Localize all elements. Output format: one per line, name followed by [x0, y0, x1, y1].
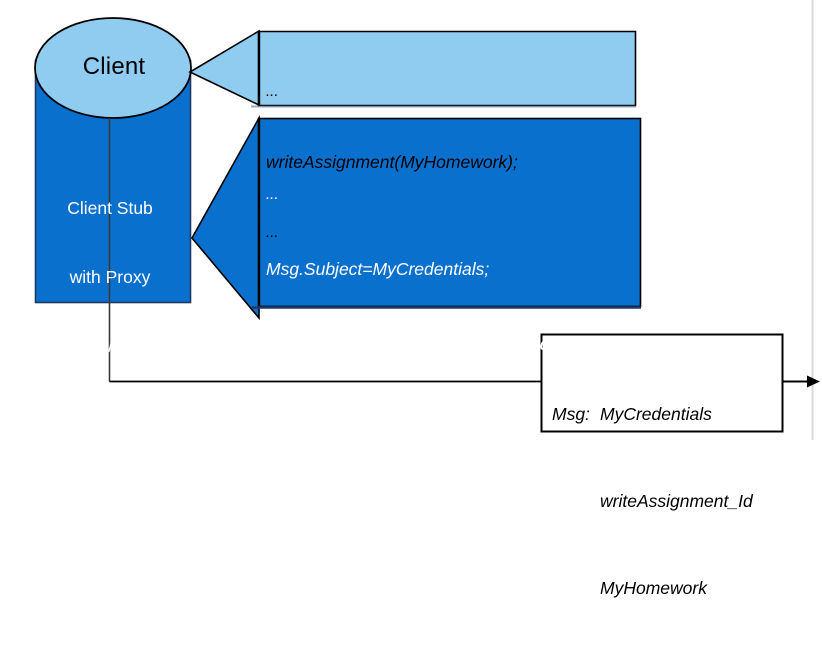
client-stub-label-line-2: with Proxy — [69, 267, 151, 287]
callout-application-line-1: ... — [266, 83, 279, 100]
message-box-row-2: Msg:writeAssignment_Id — [552, 487, 776, 516]
message-box-value-1: MyCredentials — [600, 404, 712, 424]
message-box-label: Msg: — [552, 404, 590, 424]
callout-application-line-3: ... — [266, 224, 279, 241]
client-stub-label: Client Stub with Proxy (here without PEP… — [30, 151, 190, 473]
message-box-content: Msg: MyCredentials Msg:writeAssignment_Id… — [552, 342, 776, 661]
callout-stub-seam-mask — [259, 119, 270, 306]
client-stub-label-line-3: (here without — [59, 336, 161, 356]
callout-application-tail — [188, 29, 260, 107]
callout-stub-line-2: Msg.Subject=MyCredentials; — [266, 258, 490, 279]
message-box — [540, 333, 784, 433]
client-ellipse — [34, 17, 192, 119]
message-box-row-3: Msg:MyHomework — [552, 574, 776, 603]
client-stub-label-line-4: PEP and PDP) — [52, 405, 168, 425]
callout-application-line-2: writeAssignment(MyHomework); — [266, 152, 518, 172]
outgoing-message-arrow-head — [807, 375, 820, 388]
message-box-value-2: writeAssignment_Id — [600, 491, 753, 511]
callout-stub-line-1: ... — [266, 186, 279, 204]
callout-application-code: ... writeAssignment(MyHomework); ... — [266, 33, 626, 291]
diagram-vector-layer — [34, 0, 820, 440]
callout-stub-line-4: Msg.Params= MyHomework; — [266, 410, 492, 431]
diagram-canvas: Client Client Stub with Proxy (here with… — [34, 0, 820, 598]
callout-stub-line-3: Msg.Method_Id=writeAssignment_Id; — [266, 334, 555, 355]
message-box-row-1: Msg: MyCredentials — [552, 400, 776, 429]
client-stub-label-line-1: Client Stub — [67, 198, 153, 218]
callout-application-seam-mask — [259, 32, 270, 105]
client-node-label: Client — [82, 53, 146, 80]
callout-stub-box — [257, 117, 642, 308]
message-box-value-3: MyHomework — [600, 578, 707, 598]
callout-stub-tail — [191, 114, 260, 321]
